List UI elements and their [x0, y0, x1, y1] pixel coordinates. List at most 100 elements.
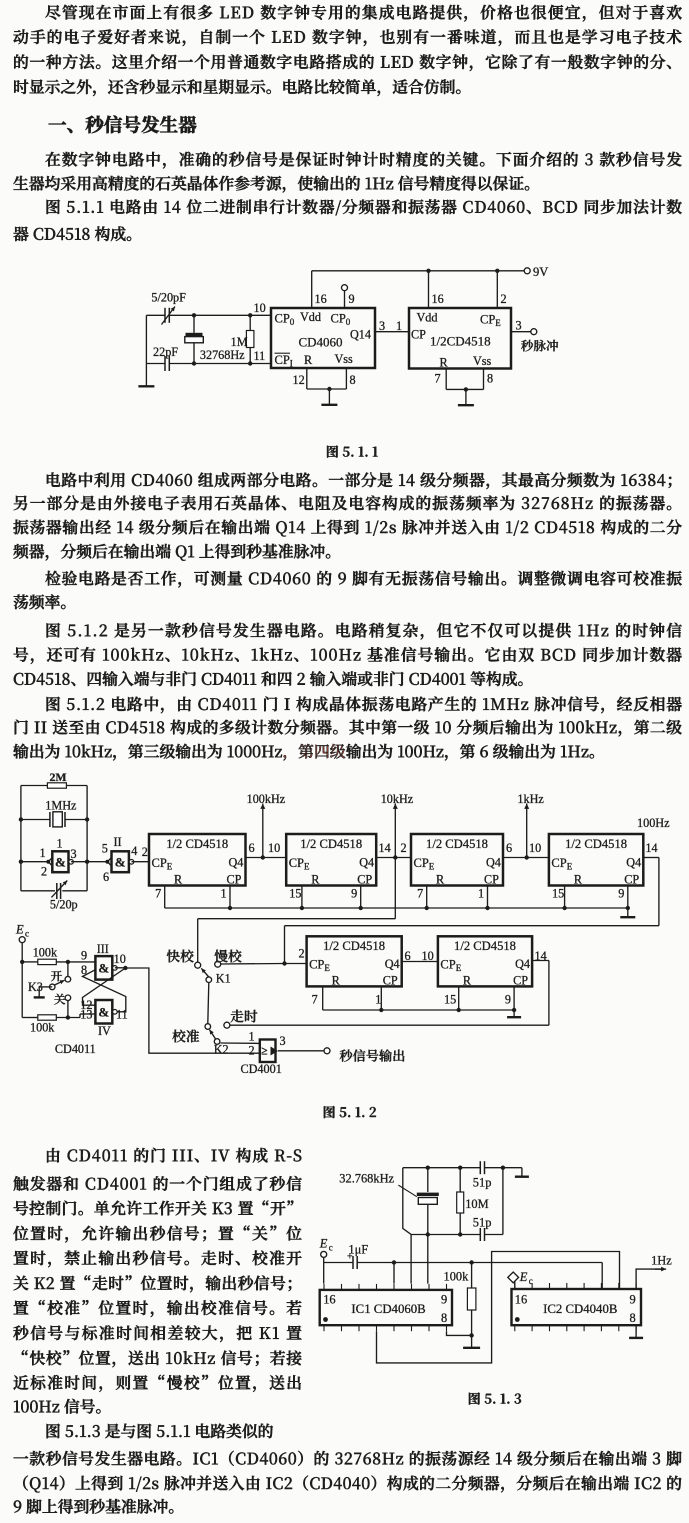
svg-text:15: 15: [289, 887, 301, 901]
svg-text:1/2CD4518: 1/2CD4518: [430, 334, 491, 349]
svg-text:II: II: [114, 835, 122, 849]
svg-text:CP: CP: [411, 328, 426, 342]
svg-text:9: 9: [351, 887, 357, 901]
svg-text:8: 8: [350, 373, 356, 387]
svg-text:11: 11: [254, 349, 266, 363]
svg-text:22pF: 22pF: [153, 345, 178, 359]
svg-text:10: 10: [254, 301, 266, 315]
svg-text:1MHz: 1MHz: [45, 798, 77, 812]
svg-text:CP: CP: [357, 873, 372, 887]
svg-text:1: 1: [57, 837, 63, 851]
svg-text:2M: 2M: [50, 770, 67, 784]
svg-text:CP: CP: [484, 873, 499, 887]
svg-text:1: 1: [478, 887, 484, 901]
svg-text:R: R: [574, 873, 583, 887]
svg-text:1/2 CD4518: 1/2 CD4518: [166, 837, 228, 851]
svg-text:R: R: [463, 973, 472, 987]
svg-text:16: 16: [323, 1292, 335, 1306]
svg-text:14: 14: [379, 841, 391, 855]
svg-text:2: 2: [41, 865, 47, 879]
svg-text:E: E: [15, 923, 24, 937]
svg-text:≥: ≥: [261, 1046, 267, 1058]
svg-text:1: 1: [375, 993, 381, 1007]
svg-text:7: 7: [155, 887, 161, 901]
svg-text:IC1 CD4060B: IC1 CD4060B: [351, 1302, 425, 1316]
svg-text:5/20pF: 5/20pF: [151, 290, 186, 304]
svg-text:Q4: Q4: [486, 856, 501, 870]
svg-text:8: 8: [441, 1311, 447, 1325]
svg-text:IV: IV: [98, 1024, 111, 1038]
svg-text:Vdd: Vdd: [417, 311, 438, 325]
svg-text:III: III: [97, 942, 109, 956]
svg-text:&: &: [115, 854, 126, 869]
svg-text:6: 6: [405, 949, 411, 963]
svg-text:2: 2: [142, 845, 148, 859]
svg-text:1Hz: 1Hz: [651, 1254, 672, 1268]
svg-text:R: R: [436, 873, 445, 887]
svg-text:10: 10: [422, 949, 434, 963]
svg-text:1/2 CD4518: 1/2 CD4518: [426, 837, 488, 851]
svg-text:11: 11: [116, 1007, 128, 1021]
svg-text:51p: 51p: [473, 1216, 492, 1230]
svg-text:1/2 CD4518: 1/2 CD4518: [565, 837, 627, 851]
svg-text:1: 1: [396, 319, 402, 333]
svg-text:CD4060: CD4060: [299, 335, 343, 350]
svg-text:8: 8: [487, 372, 493, 386]
svg-text:10: 10: [114, 952, 126, 966]
svg-text:CP: CP: [513, 973, 528, 987]
svg-text:CP: CP: [624, 873, 639, 887]
svg-text:&: &: [98, 1004, 109, 1019]
svg-text:6: 6: [249, 841, 255, 855]
svg-text:7: 7: [435, 372, 441, 386]
svg-text:10: 10: [268, 841, 280, 855]
svg-text:12: 12: [293, 373, 305, 387]
svg-text:16: 16: [515, 1292, 527, 1306]
svg-text:15: 15: [552, 887, 564, 901]
svg-text:R: R: [311, 873, 320, 887]
svg-text:9: 9: [630, 1292, 636, 1306]
svg-text:2: 2: [299, 947, 305, 961]
svg-text:Q4: Q4: [626, 856, 641, 870]
svg-text:CP: CP: [227, 873, 242, 887]
svg-text:R: R: [174, 873, 183, 887]
svg-text:IC2 CD4040B: IC2 CD4040B: [543, 1302, 617, 1316]
svg-text:32.768kHz: 32.768kHz: [339, 1172, 394, 1186]
svg-text:5: 5: [102, 842, 108, 856]
svg-text:6: 6: [506, 841, 512, 855]
svg-text:CP: CP: [383, 973, 398, 987]
svg-text:1kHz: 1kHz: [517, 792, 544, 806]
svg-text:K2: K2: [214, 1043, 229, 1057]
svg-text:32768Hz: 32768Hz: [200, 348, 245, 362]
svg-text:3: 3: [280, 1034, 286, 1048]
svg-text:51p: 51p: [473, 1175, 492, 1189]
svg-text:16: 16: [432, 292, 444, 306]
svg-text:Q14: Q14: [350, 328, 371, 342]
svg-text:13: 13: [80, 1008, 92, 1022]
svg-text:Vss: Vss: [473, 354, 492, 368]
svg-text:9: 9: [441, 1292, 447, 1306]
svg-text:14: 14: [535, 949, 547, 963]
svg-text:9: 9: [81, 949, 87, 963]
svg-text:1: 1: [220, 887, 226, 901]
svg-text:10kHz: 10kHz: [381, 792, 414, 806]
svg-text:7: 7: [417, 887, 423, 901]
svg-text:R: R: [332, 973, 341, 987]
svg-text:1: 1: [249, 1030, 255, 1044]
svg-text:E: E: [519, 1270, 528, 1284]
svg-text:CD4001: CD4001: [241, 1062, 282, 1076]
svg-text:R: R: [440, 356, 449, 370]
svg-text:Q4: Q4: [385, 957, 400, 971]
svg-text:&: &: [98, 961, 109, 976]
svg-text:15: 15: [444, 993, 456, 1007]
svg-text:E: E: [319, 1237, 328, 1251]
svg-text:2: 2: [501, 292, 507, 306]
svg-text:9: 9: [349, 292, 355, 306]
svg-text:9V: 9V: [533, 265, 548, 279]
svg-text:c: c: [25, 929, 29, 939]
svg-text:1/2 CD4518: 1/2 CD4518: [454, 939, 516, 953]
svg-text:+: +: [347, 1252, 353, 1263]
svg-text:1/2 CD4518: 1/2 CD4518: [300, 837, 362, 851]
svg-text:8: 8: [81, 963, 87, 977]
svg-text:c: c: [529, 1276, 533, 1286]
svg-text:2: 2: [401, 841, 407, 855]
